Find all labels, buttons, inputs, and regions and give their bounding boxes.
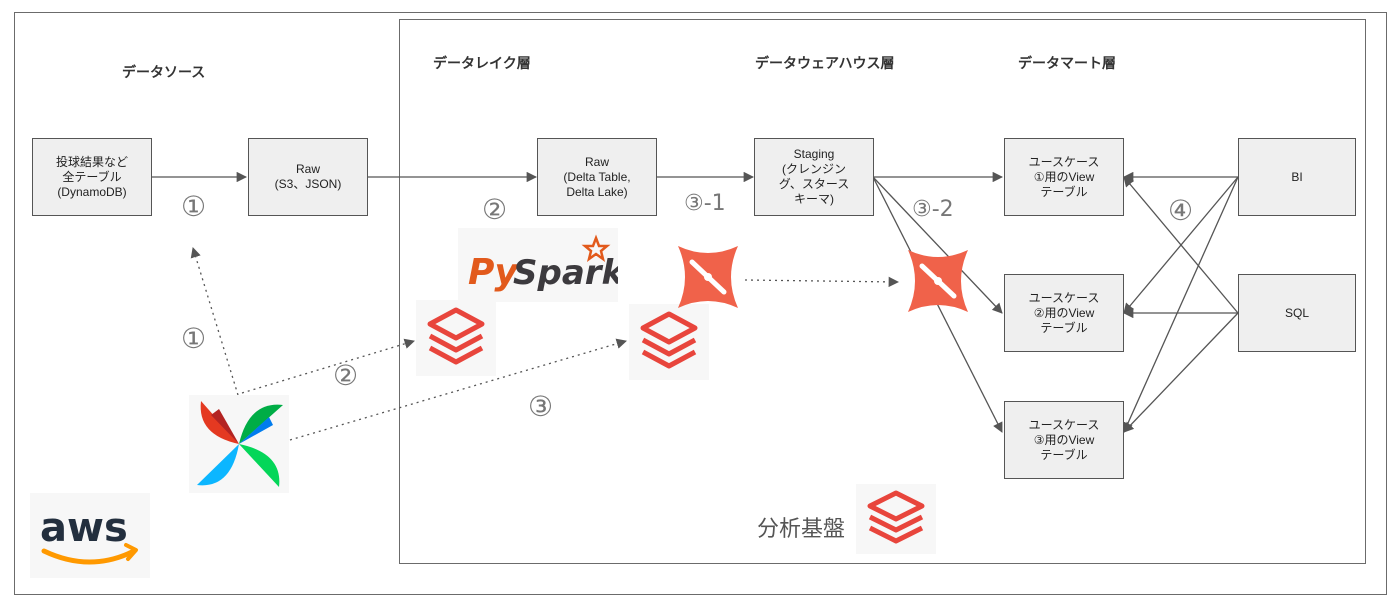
node-raw-s3: Raw (S3、JSON) [248, 138, 368, 216]
arrow-bi-to-mart3 [1123, 176, 1239, 433]
step-marker-3-airflow: ③ [528, 390, 554, 423]
node-raw-delta: Raw (Delta Table, Delta Lake) [537, 138, 657, 216]
step-marker-3-2: ③-2 [912, 197, 954, 222]
aws-logo: aws [30, 493, 150, 578]
node-mart-usecase1: ユースケース ①用のView テーブル [1004, 138, 1124, 216]
dbt-icon [898, 242, 978, 320]
svg-text:Spark: Spark [513, 253, 618, 293]
heading-data-lake: データレイク層 [433, 56, 531, 72]
arrow-staging-to-mart2 [872, 176, 1003, 314]
heading-data-warehouse: データウェアハウス層 [755, 56, 895, 72]
node-dynamodb: 投球結果など 全テーブル (DynamoDB) [32, 138, 152, 216]
dotted-airflow-to-databricks-lake [241, 338, 415, 394]
svg-text:Py: Py [468, 252, 519, 293]
step-marker-1-top: ① [181, 190, 207, 223]
databricks-icon [856, 484, 936, 554]
heading-data-source: データソース [122, 65, 206, 81]
dotted-airflow-to-databricks-wh [289, 338, 627, 441]
dotted-airflow-to-step1 [190, 247, 239, 396]
step-marker-2-airflow: ② [333, 359, 359, 392]
databricks-icon [416, 300, 496, 376]
dotted-dbt-to-dbt [744, 276, 900, 288]
node-bi: BI [1238, 138, 1356, 216]
step-marker-4: ④ [1168, 194, 1194, 227]
diagram-frame [14, 12, 1387, 595]
node-staging: Staging (クレンジン グ、スタース キーマ) [754, 138, 874, 216]
node-mart-usecase2: ユースケース ②用のView テーブル [1004, 274, 1124, 352]
aws-logo-text: aws [40, 505, 128, 551]
analytics-platform-boundary [399, 19, 1366, 564]
node-mart-usecase3: ユースケース ③用のView テーブル [1004, 401, 1124, 479]
node-sql: SQL [1238, 274, 1356, 352]
pyspark-logo: Py Spark [458, 228, 627, 302]
airflow-icon [189, 395, 289, 493]
step-marker-3-1: ③-1 [684, 191, 726, 216]
dbt-icon [668, 238, 748, 316]
arrow-sql-to-mart1 [1123, 176, 1239, 314]
platform-caption: 分析基盤 [757, 517, 846, 542]
databricks-icon [629, 304, 709, 380]
arrow-sql-to-mart3 [1123, 312, 1239, 433]
step-marker-2-top: ② [482, 193, 508, 226]
heading-data-mart: データマート層 [1018, 56, 1116, 72]
step-marker-1-airflow: ① [181, 322, 207, 355]
